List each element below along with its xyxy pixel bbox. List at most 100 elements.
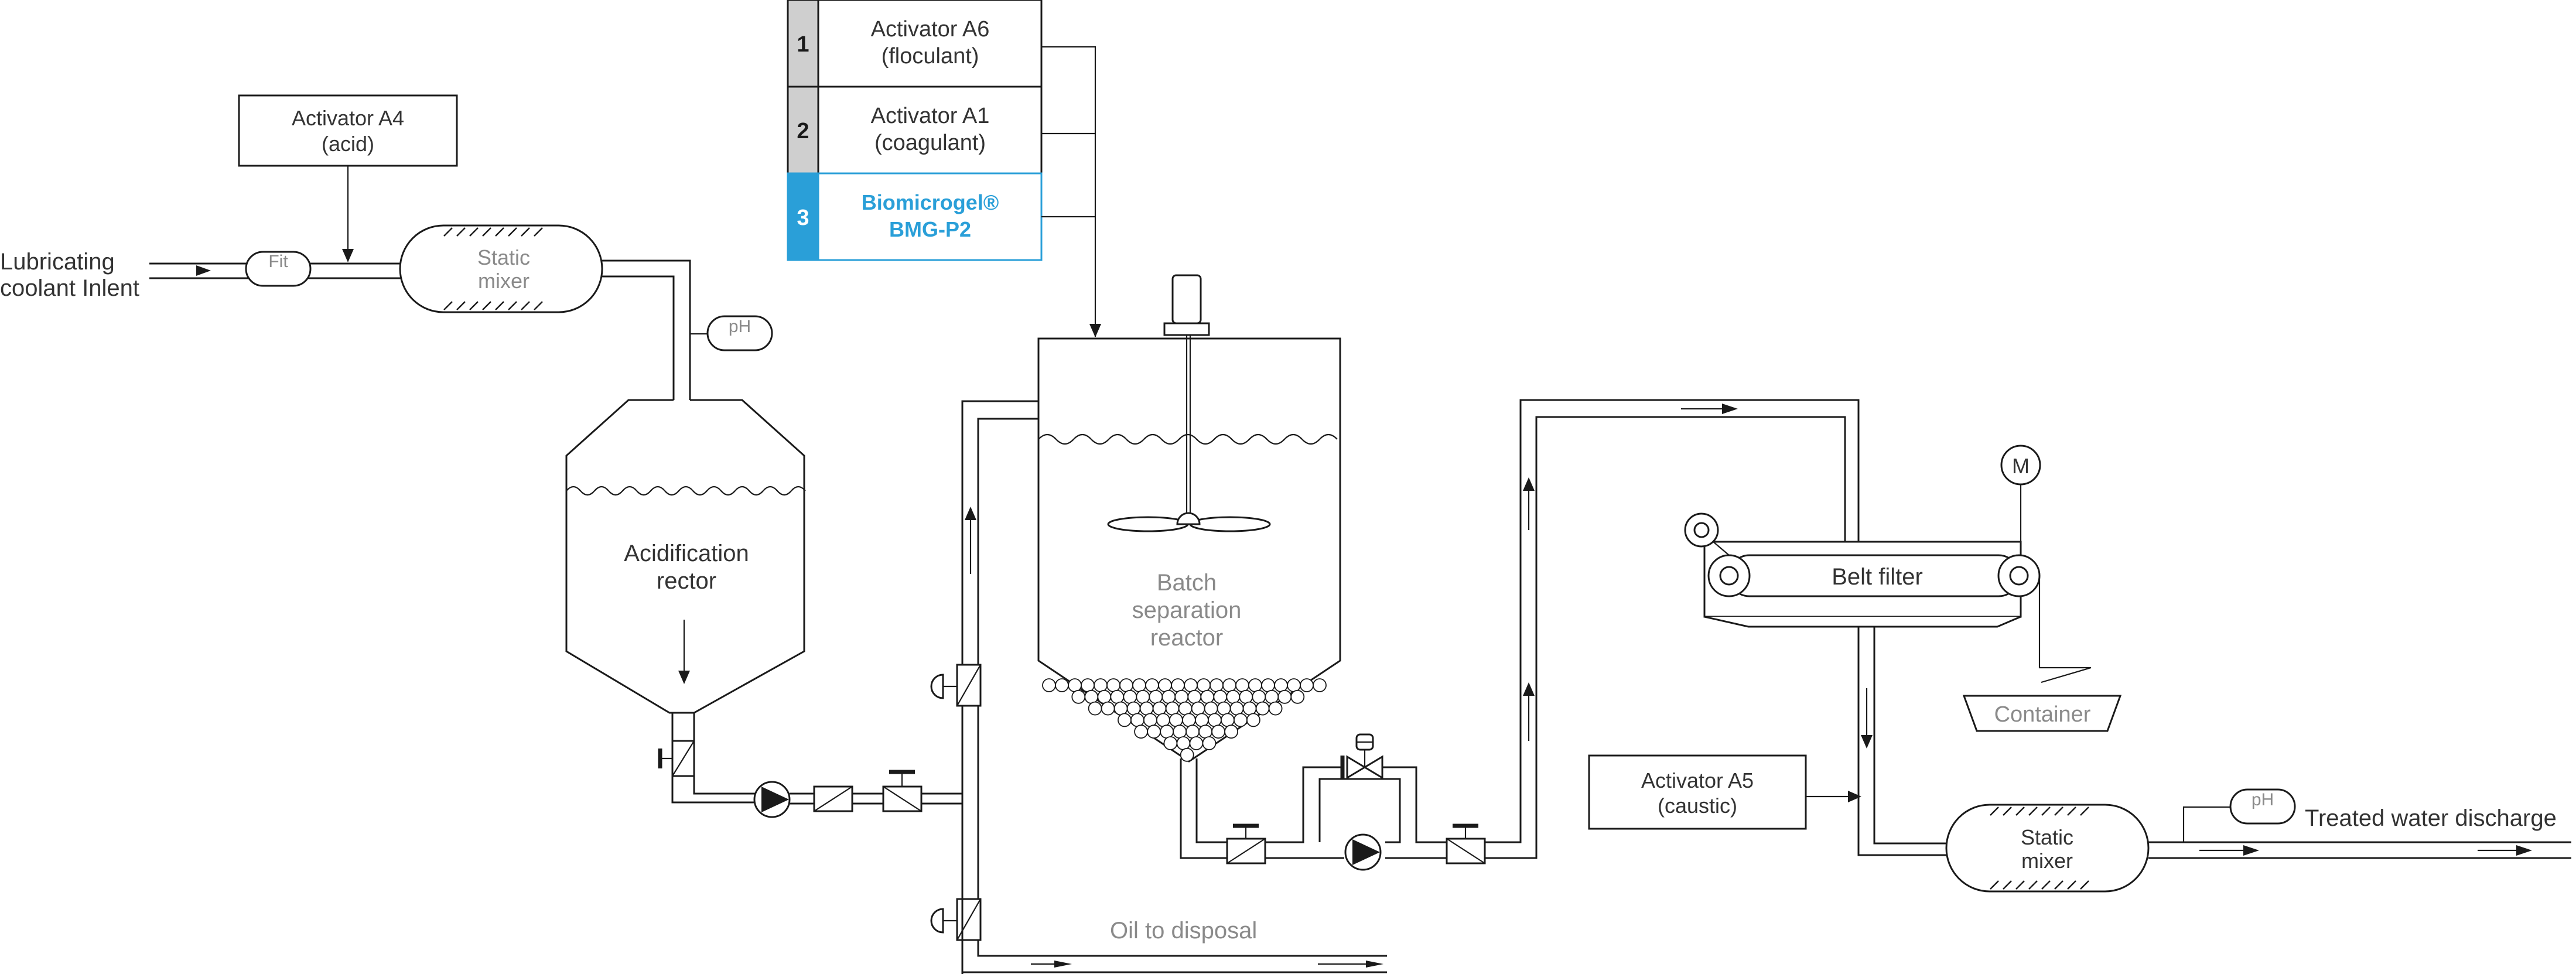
sludge-particle xyxy=(1084,689,1099,704)
acid-reactor-label: Acidification xyxy=(624,541,749,566)
sludge-particle xyxy=(1119,678,1133,692)
dosing-row-1 xyxy=(787,0,1043,88)
sludge-particle xyxy=(1220,713,1235,727)
a5-dosing-arrow xyxy=(1848,791,1861,802)
bypass-valve xyxy=(1340,733,1383,780)
sludge-particle xyxy=(1110,689,1125,704)
sludge-particle xyxy=(1191,701,1205,716)
ph-sensor-2: pH xyxy=(2182,788,2296,842)
ph-sensor-1: pH xyxy=(690,315,773,351)
discharge-arrow-2 xyxy=(2516,845,2532,856)
dosing-manifold xyxy=(1041,46,1096,337)
sludge-particle xyxy=(1152,701,1167,716)
static-mixer-2-hatch-bottom xyxy=(1990,880,2089,890)
riser-valve-lower xyxy=(930,898,982,941)
flow-meter-label: Fit xyxy=(268,252,288,271)
dosing-table: 1 Activator A6 (floculant) 2 Activator A… xyxy=(787,0,1101,337)
riser2-flow-arrow-1 xyxy=(1523,682,1535,696)
dosing-num-cell-2 xyxy=(787,86,819,175)
inlet-label-line1: Lubricating xyxy=(0,249,115,275)
sludge-particle xyxy=(1165,701,1180,716)
sludge-particle xyxy=(1163,736,1178,750)
batch-outlet-valve xyxy=(1226,823,1266,864)
static-mixer-1-hatch-top xyxy=(443,227,543,237)
static-mixer-1: Static mixer xyxy=(399,224,603,313)
sludge-particle xyxy=(1126,701,1141,716)
static-mixer-1-label: Static xyxy=(477,245,530,269)
sludge-particle xyxy=(1197,678,1211,692)
sludge-particle xyxy=(1145,678,1159,692)
sludge-particle xyxy=(1042,678,1056,692)
activator-a4-label: Activator A4 xyxy=(292,106,404,130)
sludge-particle xyxy=(1113,701,1128,716)
sludge-particle xyxy=(1185,724,1200,739)
acid-outlet-valve xyxy=(658,740,695,777)
activator-a5-sublabel: (caustic) xyxy=(1658,794,1737,818)
sludge-particle xyxy=(1081,678,1095,692)
container-label: Container xyxy=(1994,702,2091,727)
sludge-particle xyxy=(1235,678,1249,692)
riser-flow-arrow xyxy=(965,507,976,520)
sludge-particle xyxy=(1118,713,1132,727)
sludge-particle xyxy=(1180,747,1194,762)
sludge-particle xyxy=(1222,678,1236,692)
sludge-particle xyxy=(1158,678,1172,692)
inlet-flow-arrow xyxy=(196,265,211,276)
dosing-sublabel-3: BMG-P2 xyxy=(889,217,971,241)
sludge-particles xyxy=(1042,678,1327,762)
control-valve-1 xyxy=(882,770,923,812)
sludge-particle xyxy=(1224,724,1239,739)
static-mixer-1-sublabel: mixer xyxy=(478,269,529,293)
oil-disposal-label: Oil to disposal xyxy=(1110,918,1257,944)
a4-dosing-arrow xyxy=(342,249,354,262)
sludge-particle xyxy=(1130,713,1144,727)
static-mixer-2-label: Static xyxy=(2021,825,2073,849)
sludge-particle xyxy=(1287,678,1301,692)
container: Container xyxy=(1962,695,2122,732)
pipe-batch-outlet xyxy=(1180,758,1227,859)
batch-liquid-surface xyxy=(1038,433,1338,445)
sludge-particle xyxy=(1248,678,1262,692)
sludge-particle xyxy=(1274,678,1288,692)
sludge-particle xyxy=(1239,689,1253,704)
sludge-particle xyxy=(1313,678,1327,692)
pipe-oil-disposal xyxy=(961,804,1387,974)
pipe-treated-discharge xyxy=(2148,841,2571,859)
sludge-particle xyxy=(1200,689,1215,704)
sludge-particle xyxy=(1242,701,1257,716)
sludge-particle xyxy=(1210,678,1224,692)
sludge-particle xyxy=(1094,678,1108,692)
ph-sensor-2-label: pH xyxy=(2252,790,2274,809)
motor-label: M xyxy=(2012,454,2030,478)
acid-reactor-sublabel: rector xyxy=(657,568,716,594)
sludge-particle xyxy=(1161,689,1176,704)
sludge-particle xyxy=(1174,689,1189,704)
flow-meter xyxy=(245,251,312,287)
dosing-sublabel-2: (coagulant) xyxy=(874,131,986,155)
discharge-arrow-1 xyxy=(2243,845,2259,856)
sludge-particle xyxy=(1136,689,1150,704)
treated-water-label: Treated water discharge xyxy=(2305,805,2557,831)
sludge-particle xyxy=(1255,701,1270,716)
sludge-particle xyxy=(1229,701,1244,716)
sludge-particle xyxy=(1268,701,1283,716)
sludge-particle xyxy=(1149,689,1163,704)
oil-flow-arrow-1 xyxy=(1054,961,1072,968)
belt-motor: M xyxy=(2000,445,2041,555)
sludge-particle xyxy=(1171,678,1185,692)
belt-filter-label: Belt filter xyxy=(1832,564,1923,590)
agitator-motor xyxy=(1163,274,1210,336)
activator-a5-label: Activator A5 xyxy=(1641,768,1754,792)
dosing-num-2: 2 xyxy=(797,119,809,143)
sludge-particle xyxy=(1217,701,1231,716)
sludge-particle xyxy=(1277,689,1292,704)
sludge-particle xyxy=(1071,689,1086,704)
sludge-particle xyxy=(1147,724,1161,739)
sludge-particle xyxy=(1173,724,1187,739)
dosing-num-3: 3 xyxy=(797,206,809,230)
pump-2 xyxy=(1344,833,1382,871)
dosing-row-2 xyxy=(787,86,1043,175)
agitator-impeller xyxy=(1107,512,1271,532)
sludge-particle xyxy=(1068,678,1082,692)
